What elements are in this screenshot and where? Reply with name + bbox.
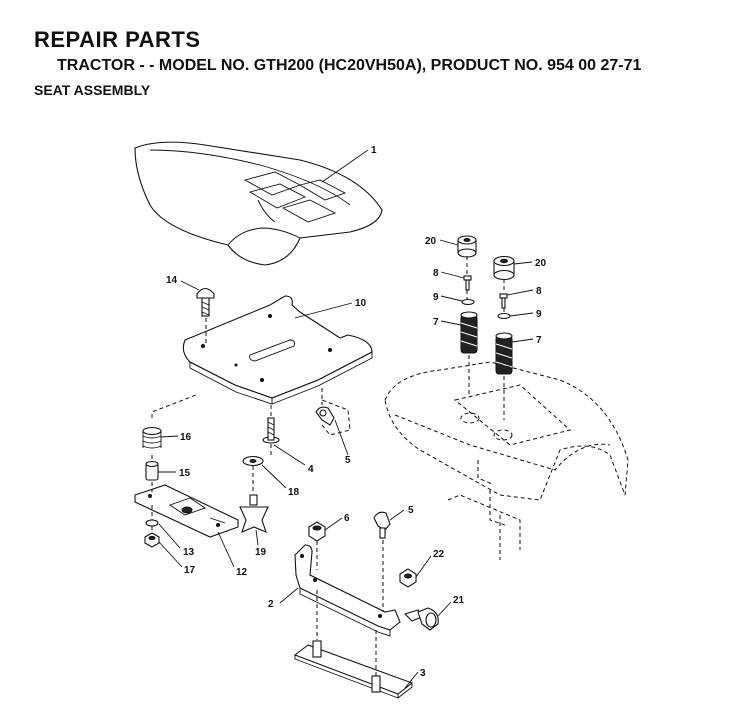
callout-2: 2: [268, 599, 274, 610]
callout-16: 16: [180, 432, 192, 443]
callout-7-right: 7: [536, 335, 542, 346]
part-seat-pan: [182, 295, 373, 405]
part-pivot-bracket: [294, 544, 401, 637]
callout-5-upper: 5: [345, 455, 351, 466]
callout-7-left: 7: [433, 317, 439, 328]
part-hex-nut: [308, 521, 326, 542]
part-lock-washer: [145, 519, 159, 527]
part-carriage-bolt: [196, 287, 215, 317]
callout-9-right: 9: [536, 309, 542, 320]
callout-8-right: 8: [536, 286, 542, 297]
part-spring-right: [495, 332, 513, 375]
callout-17: 17: [184, 565, 196, 576]
callout-22: 22: [433, 549, 445, 560]
tractor-fender: [384, 361, 629, 560]
part-clip-lower: [373, 511, 391, 539]
callout-5-lower: 5: [408, 505, 414, 516]
callout-4: 4: [308, 464, 314, 475]
part-washer-right: [497, 312, 511, 320]
part-mounting-plate: [293, 640, 414, 699]
assembly-lines: [151, 256, 505, 676]
callout-14: 14: [166, 275, 178, 286]
callout-6: 6: [344, 513, 350, 524]
part-washer: [242, 455, 264, 467]
callout-18: 18: [288, 487, 300, 498]
part-spring-left: [460, 311, 478, 354]
callout-19: 19: [255, 547, 267, 558]
part-knob: [239, 494, 269, 533]
callout-1: 1: [371, 145, 377, 156]
part-bumper-right: [493, 255, 515, 281]
callout-8-left: 8: [433, 268, 439, 279]
callout-3: 3: [420, 668, 426, 679]
callout-9-left: 9: [433, 292, 439, 303]
callout-20-right: 20: [535, 258, 547, 269]
page-subtitle: TRACTOR - - MODEL NO. GTH200 (HC20VH50A)…: [57, 57, 642, 74]
part-slide-rail: [134, 484, 239, 538]
part-washer-left: [461, 298, 475, 306]
part-shoulder-bolt: [403, 607, 439, 631]
callout-15: 15: [179, 468, 191, 479]
leader-lines: [158, 149, 534, 689]
section-title: SEAT ASSEMBLY: [34, 82, 151, 98]
callout-21: 21: [453, 595, 465, 606]
callout-20-left: 20: [425, 236, 437, 247]
part-screw-right: [499, 293, 508, 309]
callout-10: 10: [355, 298, 367, 309]
part-screw-left: [463, 275, 472, 291]
part-clip-upper: [315, 406, 335, 426]
part-flange-nut: [399, 568, 417, 588]
part-bumper-left: [457, 235, 477, 258]
part-spring: [142, 426, 162, 449]
page-title: REPAIR PARTS: [34, 27, 201, 52]
part-spacer: [145, 460, 159, 481]
callout-13: 13: [183, 547, 195, 558]
part-nut: [144, 532, 160, 548]
part-bolt: [262, 417, 280, 444]
callout-12: 12: [236, 567, 248, 578]
part-seat: [134, 141, 383, 266]
